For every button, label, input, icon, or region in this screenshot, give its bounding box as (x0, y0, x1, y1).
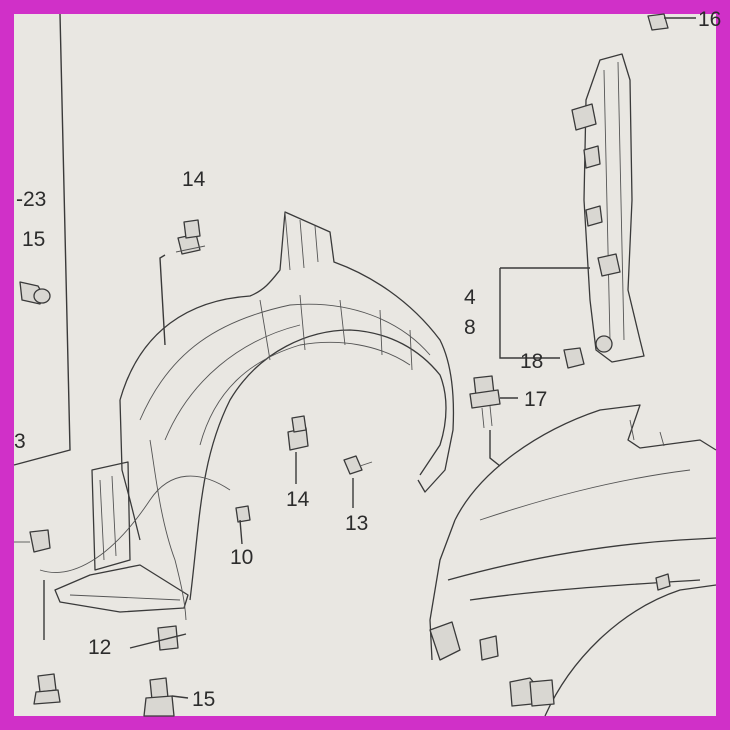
left-panel-border (13, 13, 71, 466)
bracket-left (14, 529, 51, 553)
callout-17: 17 (524, 388, 547, 411)
callout-16: 16 (698, 8, 721, 31)
parts-diagram: 14 -23 15 3 4 8 18 17 14 13 10 12 15 16 (13, 8, 721, 717)
callout-23: -23 (16, 188, 46, 211)
callout-12: 12 (88, 636, 111, 659)
clip-14-top (175, 219, 206, 255)
callout-3: 3 (14, 430, 26, 453)
bolt-17 (469, 375, 501, 429)
screw-13 (343, 455, 373, 475)
callout-15-left: 15 (22, 228, 45, 251)
diagram-paper: 14 -23 15 3 4 8 18 17 14 13 10 12 15 16 (13, 8, 721, 717)
fender-bracket (571, 53, 645, 363)
callout-14-mid: 14 (286, 488, 310, 511)
callout-4: 4 (464, 286, 476, 309)
clip-16 (647, 13, 669, 31)
nut-18 (563, 347, 585, 369)
clip-15-bottom (143, 677, 175, 717)
callout-15-bottom: 15 (192, 688, 215, 711)
callout-10: 10 (230, 546, 253, 569)
inner-fender-liner (39, 211, 455, 621)
clip-14-mid (287, 415, 309, 451)
callout-14-top: 14 (182, 168, 206, 191)
outer-fender (429, 404, 717, 717)
leader-lines (43, 17, 696, 699)
callout-8: 8 (464, 316, 476, 339)
callout-18: 18 (520, 350, 543, 373)
screw-10 (235, 505, 251, 523)
clip-15-left (19, 281, 51, 305)
callout-13: 13 (345, 512, 368, 535)
bolt-bottom-left (33, 673, 61, 705)
bolt-bottom-right (509, 677, 555, 707)
